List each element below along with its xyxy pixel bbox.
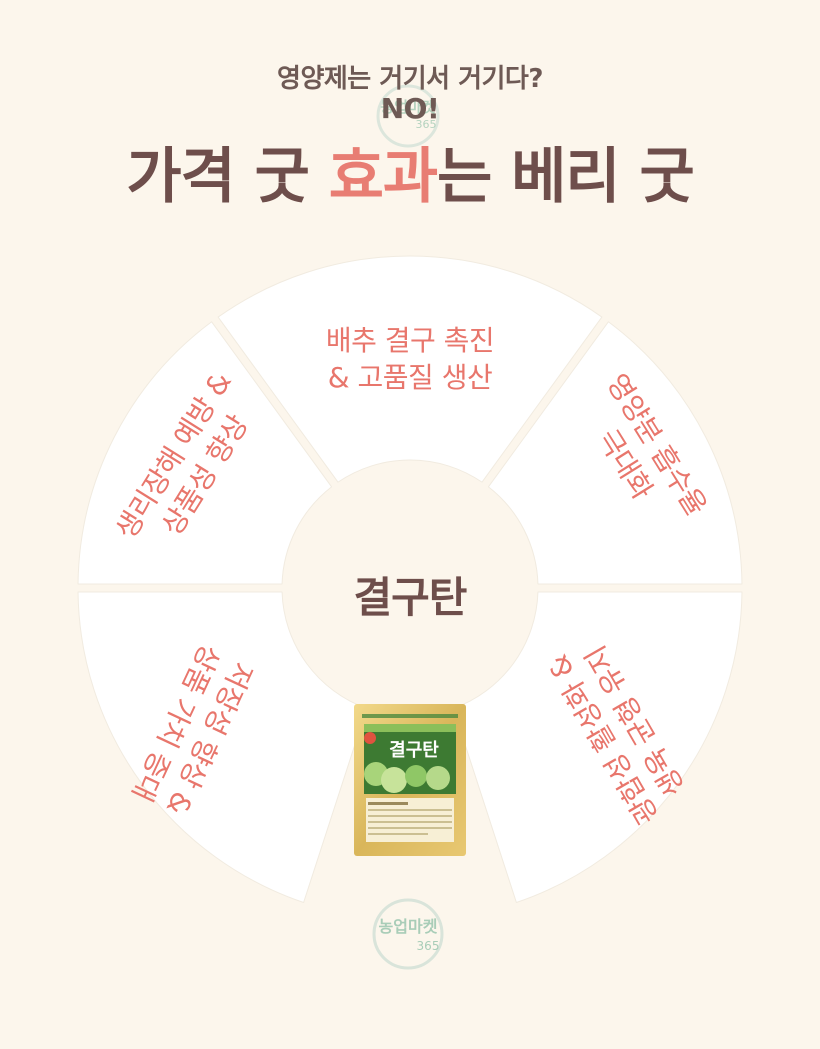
watermark-bottom-text: 농업마켓: [379, 917, 438, 936]
segment-left-lower: [77, 591, 368, 903]
segment-right-upper: [487, 321, 743, 585]
subtitle: 영양제는 거기서 거기다?: [277, 64, 543, 94]
segment-left-upper: [77, 321, 333, 585]
center-label: 결구탄: [353, 573, 468, 622]
product-package-image[interactable]: 결구탄: [354, 704, 466, 856]
watermark-top-text: 농업마켓: [380, 98, 435, 116]
watermark-logo-top: 농업마켓 365: [376, 84, 440, 148]
headline: 가격 굿 효과는 베리 굿: [0, 128, 820, 215]
watermark-bottom-number: 365: [417, 939, 440, 953]
watermark-logo-bottom: 농업마켓 365: [372, 898, 444, 970]
watermark-top-number: 365: [416, 118, 437, 131]
segment-top-line1: 배추 결구 촉진: [325, 324, 495, 358]
headline-accent: 효과: [328, 142, 438, 212]
headline-part1: 가격 굿: [126, 142, 329, 212]
product-brand-text: 결구탄: [389, 740, 439, 761]
segment-text-top: 배추 결구 촉진 & 고품질 생산: [325, 323, 495, 397]
segment-top: [217, 255, 603, 483]
headline-part2: 는 베리 굿: [437, 142, 695, 212]
segment-right-lower: [452, 591, 743, 903]
segment-top-line2: & 고품질 생산: [327, 361, 493, 394]
no-text: NO!: [380, 92, 440, 125]
